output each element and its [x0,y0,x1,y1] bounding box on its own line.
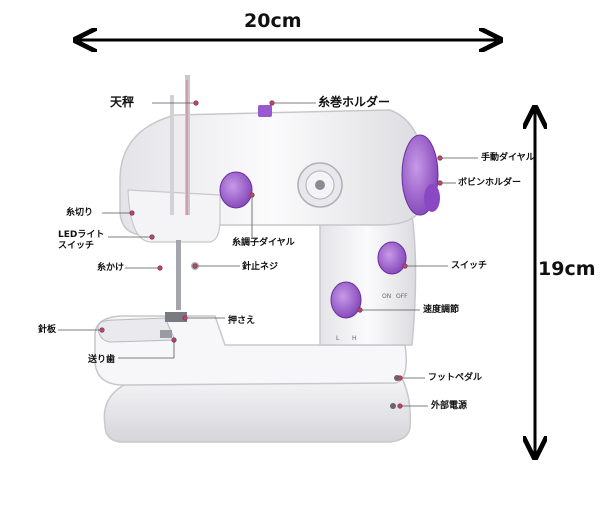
take-up-lever [170,95,174,215]
height-label: 19cm [538,258,596,280]
needle-plate [97,317,176,343]
machine-base [103,374,412,443]
machine-head [127,189,221,243]
label-speed: 速度調節 [423,305,460,315]
label-itokake: 糸かけ [97,263,125,273]
spool-holder [258,105,272,117]
label-foot-pedal: フットペダル [428,373,483,383]
label-switch: スイッチ [451,261,488,271]
machine-bed [94,315,407,386]
label-led-switch-2: スイッチ [58,241,95,251]
label-led-switch-1: LEDライト [58,230,105,240]
needle-bar [176,240,181,310]
width-label: 20cm [244,10,302,32]
label-bobbin-holder: ボビンホルダー [458,178,522,188]
feed-dog [160,330,172,338]
label-power: 外部電源 [431,401,468,411]
power-switch-button [377,241,407,275]
tension-dial [219,171,253,209]
presser-foot [165,312,187,322]
off-mark: OFF [396,293,408,300]
label-itomaki-holder: 糸巻ホルダー [318,95,391,109]
label-presser: 押さえ [228,316,256,326]
label-needle-screw: 針止ネジ [242,262,279,272]
speed-button [330,281,362,319]
bobbin-holder [424,184,440,212]
power-jack [390,403,396,409]
on-mark: ON [382,293,391,300]
high-mark: H [352,335,357,342]
label-itokiri: 糸切り [66,208,94,218]
label-feed-dog: 送り歯 [88,355,116,365]
label-handwheel: 手動ダイヤル [481,153,535,163]
low-mark: L [336,335,340,342]
label-tension-dial: 糸調子ダイヤル [232,238,295,248]
label-needle-plate: 針板 [38,325,57,335]
label-tenbin: 天秤 [110,95,135,109]
